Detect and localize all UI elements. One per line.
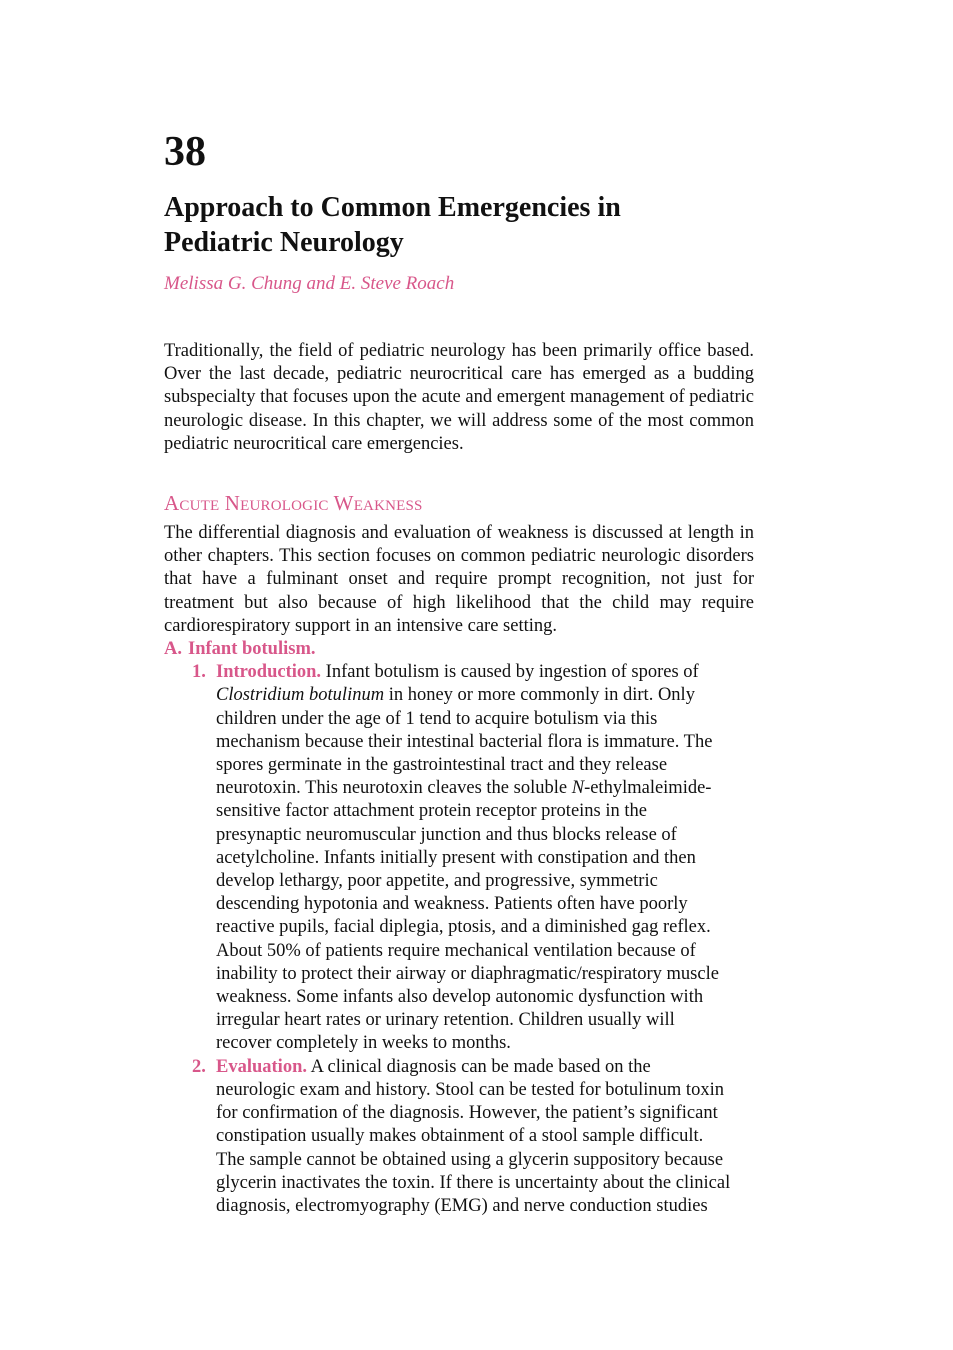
page: 38 Approach to Common Emergencies in Ped… [164,128,754,1218]
item-lead: Evaluation. [216,1056,307,1077]
item-line: Evaluation. A clinical diagnosis can be … [216,1056,754,1079]
subsection-heading: A. Infant botulism. [164,638,754,661]
item-line: weakness. Some infants also develop auto… [216,987,704,1008]
item-line-text: A clinical diagnosis can be made based o… [306,1056,651,1077]
item-line: Introduction. Infant botulism is caused … [216,661,754,684]
item-line-text: Infant botulism is caused by ingestion o… [321,662,699,683]
item-line: reactive pupils, facial diplegia, ptosis… [216,917,711,938]
item-line: spores germinate in the gastrointestinal… [216,755,668,776]
item-line: neurologic exam and history. Stool can b… [216,1079,724,1100]
section-heading: Acute Neurologic Weakness [164,491,423,516]
intro-paragraph: Traditionally, the field of pediatric ne… [164,341,754,454]
list-item-number: 1. [192,662,206,683]
item-line: recover completely in weeks to months. [216,1033,511,1054]
item-line: children under the age of 1 tend to acqu… [216,708,658,729]
item-lead: Introduction. [216,662,322,683]
item-line: presynaptic neuromuscular junction and t… [216,824,677,845]
item-line: About 50% of patients require mechanical… [216,940,696,961]
item-line: develop lethargy, poor appetite, and pro… [216,871,658,892]
list-item-evaluation: 2. Evaluation. A clinical diagnosis can … [192,1056,754,1218]
subsection-marker: A. [164,639,182,660]
list-item-introduction: 1. Introduction. Infant botulism is caus… [192,661,754,1055]
item-line: Clostridium botulinum in honey or more c… [216,684,754,707]
item-line: constipation usually makes obtainment of… [216,1126,704,1147]
item-line: acetylcholine. Infants initially present… [216,847,696,868]
item-line-text: -ethylmaleimide- [584,778,712,799]
chapter-title: Approach to Common Emergencies in Pediat… [164,190,754,260]
list-item-number: 2. [192,1056,206,1077]
item-line: irregular heart rates or urinary retenti… [216,1010,675,1031]
item-italic-term: Clostridium botulinum [216,685,385,706]
chapter-title-line-2: Pediatric Neurology [164,227,404,258]
item-line-text: neurotoxin. This neurotoxin cleaves the … [216,778,572,799]
chapter-authors: Melissa G. Chung and E. Steve Roach [164,273,455,294]
list-item-content: Evaluation. A clinical diagnosis can be … [216,1056,754,1218]
item-line: descending hypotonia and weakness. Patie… [216,894,688,915]
item-line: neurotoxin. This neurotoxin cleaves the … [216,777,754,800]
item-line: glycerin inactivates the toxin. If there… [216,1172,731,1193]
subsection-title: Infant botulism. [188,639,316,660]
item-line: mechanism because their intestinal bacte… [216,731,713,752]
chapter-number: 38 [164,129,206,175]
section-paragraph: The differential diagnosis and evaluatio… [164,523,754,636]
item-line: inability to protect their airway or dia… [216,963,719,984]
item-line: diagnosis, electromyography (EMG) and ne… [216,1195,708,1216]
list-item-content: Introduction. Infant botulism is caused … [216,661,754,1055]
item-italic-term: N [571,778,585,799]
item-line: The sample cannot be obtained using a gl… [216,1149,724,1170]
item-line: sensitive factor attachment protein rece… [216,801,647,822]
item-line-text: in honey or more commonly in dirt. Only [384,685,695,706]
chapter-title-line-1: Approach to Common Emergencies in [164,192,621,223]
item-line: for confirmation of the diagnosis. Howev… [216,1103,718,1124]
